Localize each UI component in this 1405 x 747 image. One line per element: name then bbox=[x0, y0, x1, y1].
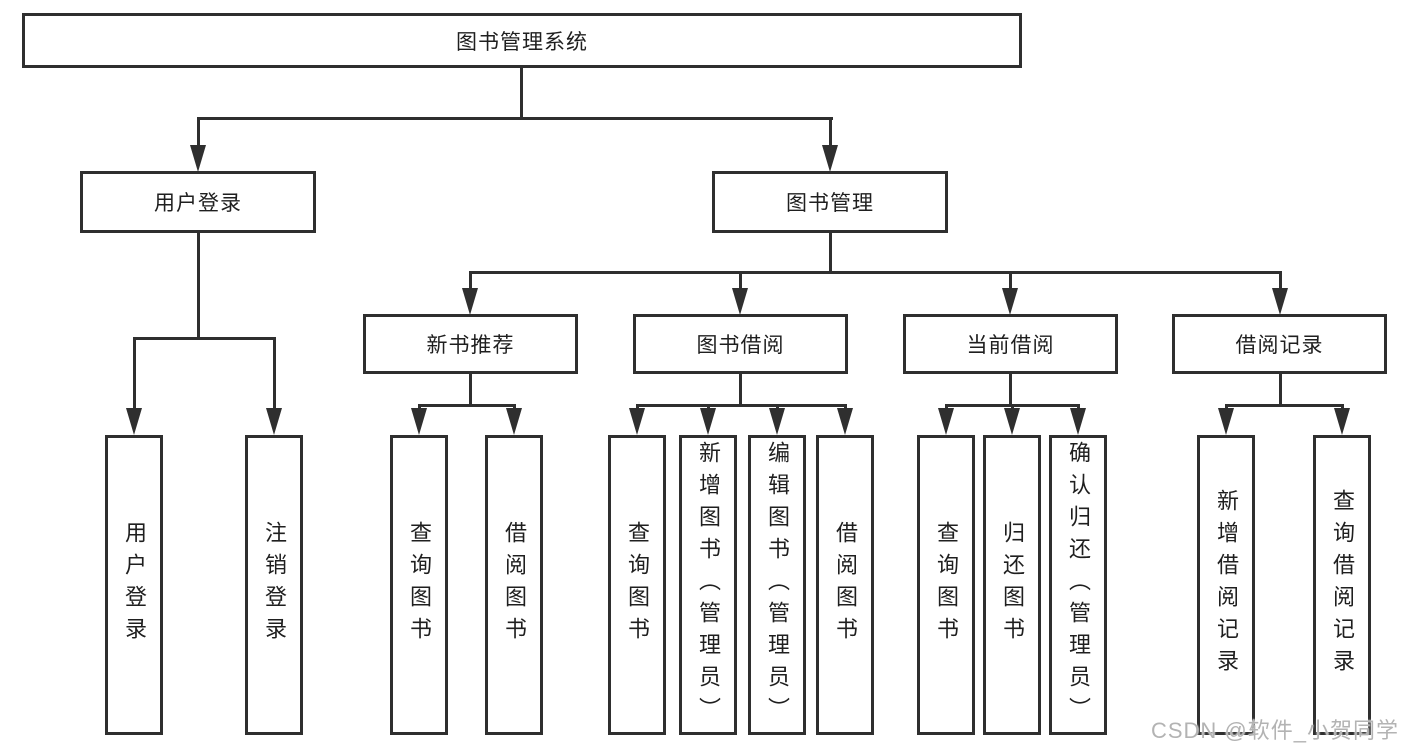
arrow-down-icon bbox=[266, 408, 282, 435]
node-book-management: 图书管理 bbox=[712, 171, 948, 233]
arrow-down-icon bbox=[837, 408, 853, 435]
connector-line bbox=[133, 337, 276, 340]
connector-line bbox=[829, 117, 832, 148]
leaf-user-login-label: 用户登录 bbox=[122, 521, 147, 649]
arrow-down-icon bbox=[190, 145, 206, 172]
leaf-br-query-record-label: 查询借阅记录 bbox=[1330, 489, 1355, 681]
leaf-bb-edit-books-admin-label: 编辑图书（管理员） bbox=[765, 441, 790, 729]
arrow-down-icon bbox=[629, 408, 645, 435]
csdn-watermark: CSDN @软件_小贺同学 bbox=[1150, 718, 1399, 743]
connector-line bbox=[1009, 271, 1012, 291]
leaf-bb-borrow-books: 借阅图书 bbox=[816, 435, 874, 735]
leaf-cb-confirm-return-admin: 确认归还（管理员） bbox=[1049, 435, 1107, 735]
leaf-cb-confirm-return-admin-label: 确认归还（管理员） bbox=[1066, 441, 1091, 729]
node-new-book-recommend: 新书推荐 bbox=[363, 314, 578, 374]
arrow-down-icon bbox=[700, 408, 716, 435]
leaf-bb-borrow-books-label: 借阅图书 bbox=[833, 521, 858, 649]
arrow-down-icon bbox=[822, 145, 838, 172]
arrow-down-icon bbox=[1002, 288, 1018, 315]
connector-line bbox=[1279, 374, 1282, 407]
leaf-bb-query-books: 查询图书 bbox=[608, 435, 666, 735]
arrow-down-icon bbox=[1272, 288, 1288, 315]
leaf-bb-edit-books-admin: 编辑图书（管理员） bbox=[748, 435, 806, 735]
connector-line bbox=[636, 404, 847, 407]
connector-line bbox=[197, 117, 200, 148]
connector-line bbox=[739, 374, 742, 407]
node-borrow-records: 借阅记录 bbox=[1172, 314, 1387, 374]
arrow-down-icon bbox=[938, 408, 954, 435]
leaf-cb-query-books: 查询图书 bbox=[917, 435, 975, 735]
arrow-down-icon bbox=[126, 408, 142, 435]
connector-line bbox=[1225, 404, 1344, 407]
connector-line bbox=[469, 271, 472, 291]
node-user-login: 用户登录 bbox=[80, 171, 316, 233]
leaf-logout-label: 注销登录 bbox=[262, 521, 287, 649]
arrow-down-icon bbox=[1004, 408, 1020, 435]
arrow-down-icon bbox=[732, 288, 748, 315]
leaf-bb-add-books-admin: 新增图书（管理员） bbox=[679, 435, 737, 735]
arrow-down-icon bbox=[506, 408, 522, 435]
arrow-down-icon bbox=[411, 408, 427, 435]
leaf-bb-add-books-admin-label: 新增图书（管理员） bbox=[696, 441, 721, 729]
connector-line bbox=[197, 233, 200, 340]
leaf-cb-return-books-label: 归还图书 bbox=[1000, 521, 1025, 649]
node-current-borrow: 当前借阅 bbox=[903, 314, 1118, 374]
leaf-cb-query-books-label: 查询图书 bbox=[934, 521, 959, 649]
connector-line bbox=[197, 117, 833, 120]
connector-line bbox=[739, 271, 742, 291]
connector-line bbox=[133, 337, 136, 411]
leaf-nb-borrow-books: 借阅图书 bbox=[485, 435, 543, 735]
leaf-bb-query-books-label: 查询图书 bbox=[625, 521, 650, 649]
leaf-nb-borrow-books-label: 借阅图书 bbox=[502, 521, 527, 649]
arrow-down-icon bbox=[1334, 408, 1350, 435]
leaf-br-query-record: 查询借阅记录 bbox=[1313, 435, 1371, 735]
node-book-borrow: 图书借阅 bbox=[633, 314, 848, 374]
leaf-nb-query-books-label: 查询图书 bbox=[407, 521, 432, 649]
arrow-down-icon bbox=[769, 408, 785, 435]
connector-line bbox=[469, 271, 1282, 274]
arrow-down-icon bbox=[1218, 408, 1234, 435]
leaf-logout: 注销登录 bbox=[245, 435, 303, 735]
node-root: 图书管理系统 bbox=[22, 13, 1022, 68]
connector-line bbox=[273, 337, 276, 411]
connector-line bbox=[469, 374, 472, 407]
leaf-br-add-record-label: 新增借阅记录 bbox=[1214, 489, 1239, 681]
leaf-user-login: 用户登录 bbox=[105, 435, 163, 735]
leaf-br-add-record: 新增借阅记录 bbox=[1197, 435, 1255, 735]
leaf-cb-return-books: 归还图书 bbox=[983, 435, 1041, 735]
connector-line bbox=[418, 404, 516, 407]
arrow-down-icon bbox=[462, 288, 478, 315]
leaf-nb-query-books: 查询图书 bbox=[390, 435, 448, 735]
connector-line bbox=[520, 68, 523, 119]
arrow-down-icon bbox=[1070, 408, 1086, 435]
connector-line bbox=[1279, 271, 1282, 291]
connector-line bbox=[829, 233, 832, 274]
connector-line bbox=[1009, 374, 1012, 407]
